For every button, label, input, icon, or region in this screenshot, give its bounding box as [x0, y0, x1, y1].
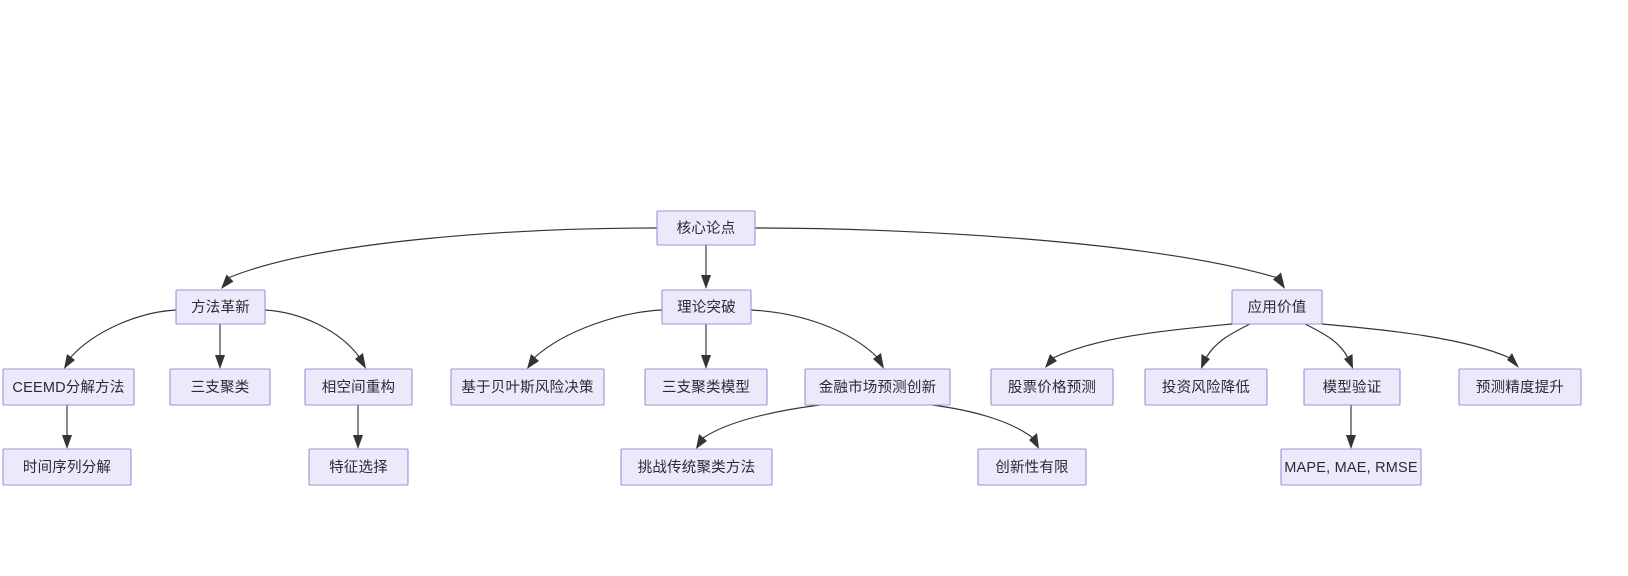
edge-theory-to-threewaymodel [701, 324, 711, 369]
node-featsel[interactable]: 特征选择 [308, 448, 409, 486]
edge-application-to-validate [1304, 323, 1353, 369]
edge-method-to-phase [264, 309, 366, 369]
node-method-label: 方法革新 [191, 299, 250, 316]
node-phase[interactable]: 相空间重构 [304, 368, 413, 406]
edge-theory-to-bayes [527, 309, 663, 369]
node-root[interactable]: 核心论点 [656, 210, 756, 246]
node-theory[interactable]: 理论突破 [661, 289, 752, 325]
edge-root-to-theory [701, 245, 711, 289]
edge-method-to-threeway [215, 324, 225, 369]
edge-application-to-stock [1045, 323, 1233, 368]
node-validate[interactable]: 模型验证 [1303, 368, 1401, 406]
node-threeway-label: 三支聚类 [191, 379, 250, 396]
node-bayes[interactable]: 基于贝叶斯风险决策 [450, 368, 605, 406]
edge-application-to-accuracy [1321, 323, 1519, 368]
edge-theory-to-finance [749, 309, 884, 369]
node-metrics[interactable]: MAPE, MAE, RMSE [1280, 448, 1422, 486]
node-threewaymodel[interactable]: 三支聚类模型 [644, 368, 768, 406]
node-finance-label: 金融市场预测创新 [819, 379, 937, 396]
node-validate-label: 模型验证 [1323, 379, 1382, 396]
node-accuracy-label: 预测精度提升 [1476, 379, 1564, 396]
node-bayes-label: 基于贝叶斯风险决策 [461, 379, 594, 396]
node-application[interactable]: 应用价值 [1231, 289, 1323, 325]
edge-ceemd-to-tsdecomp [62, 405, 72, 449]
node-phase-label: 相空间重构 [322, 379, 396, 396]
edge-layer [62, 227, 1519, 449]
edge-finance-to-limited [931, 404, 1039, 449]
node-theory-label: 理论突破 [677, 299, 736, 316]
node-limited-label: 创新性有限 [995, 459, 1069, 476]
node-featsel-label: 特征选择 [329, 459, 388, 476]
edge-method-to-ceemd [64, 309, 177, 369]
node-bayes-rect[interactable] [450, 368, 605, 406]
node-accuracy-rect[interactable] [1458, 368, 1582, 406]
node-root-label: 核心论点 [677, 220, 736, 237]
node-phase-rect[interactable] [304, 368, 413, 406]
node-application-label: 应用价值 [1248, 298, 1307, 316]
node-riskdown-rect[interactable] [1144, 368, 1268, 406]
node-method[interactable]: 方法革新 [175, 289, 266, 325]
node-theory-rect[interactable] [661, 289, 752, 325]
node-challenge[interactable]: 挑战传统聚类方法 [620, 448, 773, 486]
node-challenge-rect[interactable] [620, 448, 773, 486]
edge-application-to-riskdown [1201, 323, 1251, 369]
node-ceemd[interactable]: CEEMD分解方法 [2, 368, 135, 406]
node-stock-rect[interactable] [990, 368, 1114, 406]
node-threewaymodel-rect[interactable] [644, 368, 768, 406]
node-metrics-rect[interactable] [1280, 448, 1422, 486]
node-limited-rect[interactable] [977, 448, 1087, 486]
node-root-rect[interactable] [656, 210, 756, 246]
node-riskdown-label: 投资风险降低 [1162, 379, 1250, 396]
node-threeway-rect[interactable] [169, 368, 271, 406]
node-metrics-label: MAPE, MAE, RMSE [1284, 460, 1418, 476]
node-tsdecomp-label: 时间序列分解 [23, 459, 111, 476]
node-tsdecomp-rect[interactable] [2, 448, 132, 486]
node-threewaymodel-label: 三支聚类模型 [662, 379, 750, 396]
edge-finance-to-challenge [696, 404, 821, 449]
node-tsdecomp[interactable]: 时间序列分解 [2, 448, 132, 486]
node-riskdown[interactable]: 投资风险降低 [1144, 368, 1268, 406]
edge-root-to-application [754, 227, 1285, 289]
node-application-rect[interactable] [1231, 289, 1323, 325]
node-stock[interactable]: 股票价格预测 [990, 368, 1114, 406]
node-stock-label: 股票价格预测 [1008, 379, 1096, 396]
node-ceemd-label: CEEMD分解方法 [12, 379, 124, 396]
edge-phase-to-featsel [353, 405, 363, 449]
node-featsel-rect[interactable] [308, 448, 409, 486]
node-layer: 核心论点 方法革新 理论突破 应用价值 CEEMD分解方法 [2, 210, 1582, 486]
edge-validate-to-metrics [1346, 405, 1356, 449]
node-method-rect[interactable] [175, 289, 266, 325]
node-threeway[interactable]: 三支聚类 [169, 368, 271, 406]
node-limited[interactable]: 创新性有限 [977, 448, 1087, 486]
node-finance[interactable]: 金融市场预测创新 [804, 368, 951, 406]
node-validate-rect[interactable] [1303, 368, 1401, 406]
node-challenge-label: 挑战传统聚类方法 [638, 459, 756, 476]
edge-root-to-method [221, 227, 658, 289]
node-accuracy[interactable]: 预测精度提升 [1458, 368, 1582, 406]
node-ceemd-rect[interactable] [2, 368, 135, 406]
node-finance-rect[interactable] [804, 368, 951, 406]
